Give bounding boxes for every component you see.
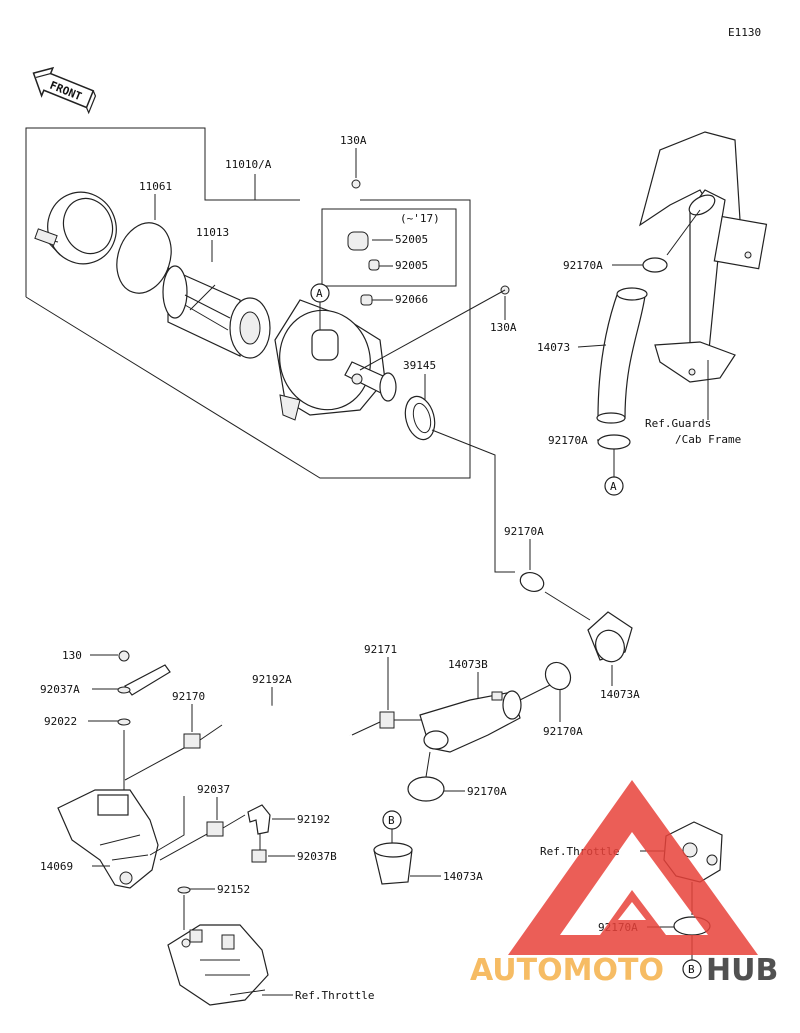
marker-a2-text: A bbox=[610, 480, 617, 493]
label-11013: 11013 bbox=[196, 226, 229, 239]
label-39145: 39145 bbox=[403, 359, 436, 372]
bolt-130 bbox=[118, 650, 130, 662]
label-92170a-bl: 92170A bbox=[467, 785, 507, 798]
watermark-text-hub: HUB bbox=[706, 953, 778, 988]
duct-14073a-right bbox=[587, 611, 633, 663]
label-11061: 11061 bbox=[139, 180, 172, 193]
clamp-92170a-lower bbox=[544, 661, 572, 691]
label-92170a-lower: 92170A bbox=[543, 725, 583, 738]
label-92037a: 92037A bbox=[40, 683, 80, 696]
label-92005: 92005 bbox=[395, 259, 428, 272]
air-filter-cover bbox=[34, 191, 117, 265]
label-14073a-right: 14073A bbox=[600, 688, 640, 701]
elbow-92192 bbox=[247, 804, 271, 835]
filter-element-11013 bbox=[162, 265, 271, 359]
clamp-92170a-center bbox=[519, 571, 545, 593]
washer-92022 bbox=[117, 718, 131, 726]
clamp-92037b bbox=[251, 849, 267, 863]
bolt-130a-top bbox=[351, 179, 361, 189]
cap-52005 bbox=[347, 231, 369, 251]
label-92170a-center: 92170A bbox=[504, 525, 544, 538]
elbow-14073b bbox=[419, 690, 522, 753]
label-17-note: (~'17) bbox=[400, 212, 440, 225]
label-92170a-mid: 92170A bbox=[548, 434, 588, 447]
automotohub-watermark: AUTOMOTO HUB bbox=[470, 780, 778, 988]
ring-39145 bbox=[404, 395, 436, 441]
clamp-92170a-mid bbox=[597, 434, 631, 450]
watermark-text-automoto: AUTOMOTO bbox=[470, 953, 664, 988]
label-52005: 52005 bbox=[395, 233, 428, 246]
marker-b2-text: B bbox=[688, 963, 695, 976]
label-14073a-low: 14073A bbox=[443, 870, 483, 883]
label-92192: 92192 bbox=[297, 813, 330, 826]
ref-guards: Ref.Guards bbox=[645, 417, 711, 430]
o-ring-11061 bbox=[116, 222, 172, 294]
clamp-92037 bbox=[206, 821, 224, 837]
label-92171: 92171 bbox=[364, 643, 397, 656]
strap-92037a bbox=[124, 664, 171, 696]
plug-92066 bbox=[360, 294, 373, 306]
label-92152: 92152 bbox=[217, 883, 250, 896]
diagram-code: E1130 bbox=[728, 26, 761, 39]
clamp-92170a-bl bbox=[407, 776, 445, 802]
throttle-body-bottom bbox=[167, 924, 269, 1006]
label-130a-top: 130A bbox=[340, 134, 367, 147]
bracket-14069 bbox=[57, 789, 159, 889]
plug-92005 bbox=[368, 259, 380, 271]
guards-cab-frame bbox=[639, 131, 768, 383]
marker-a1-text: A bbox=[316, 287, 323, 300]
label-92066: 92066 bbox=[395, 293, 428, 306]
label-130: 130 bbox=[62, 649, 82, 662]
label-130a-right: 130A bbox=[490, 321, 517, 334]
watermark-triangle-icon bbox=[508, 780, 758, 955]
washer-92152 bbox=[177, 886, 191, 894]
marker-b1-text: B bbox=[388, 814, 395, 827]
ref-cab-frame: /Cab Frame bbox=[675, 433, 741, 446]
washer-92037a bbox=[117, 686, 131, 694]
label-92022: 92022 bbox=[44, 715, 77, 728]
label-11010: 11010/A bbox=[225, 158, 272, 171]
label-14073b: 14073B bbox=[448, 658, 488, 671]
label-92037b: 92037B bbox=[297, 850, 337, 863]
label-92037: 92037 bbox=[197, 783, 230, 796]
marker-b2 bbox=[682, 959, 702, 979]
clamp-92171 bbox=[379, 711, 395, 729]
front-arrow-icon: FRONT bbox=[32, 66, 97, 115]
clamp-92170 bbox=[183, 733, 201, 749]
duct-14073 bbox=[596, 287, 648, 424]
ref-throttle-bottom: Ref.Throttle bbox=[295, 989, 374, 1002]
label-14073-top: 14073 bbox=[537, 341, 570, 354]
label-92170a-top: 92170A bbox=[563, 259, 603, 272]
clamp-92170a-top bbox=[642, 257, 668, 273]
label-14069: 14069 bbox=[40, 860, 73, 873]
cone-14073a-low bbox=[373, 842, 413, 885]
label-92192a: 92192A bbox=[252, 673, 292, 686]
label-92170: 92170 bbox=[172, 690, 205, 703]
marker-a2 bbox=[604, 476, 624, 496]
air-cleaner-housing-11010 bbox=[274, 299, 397, 421]
air-cleaner-group-box bbox=[25, 127, 471, 479]
